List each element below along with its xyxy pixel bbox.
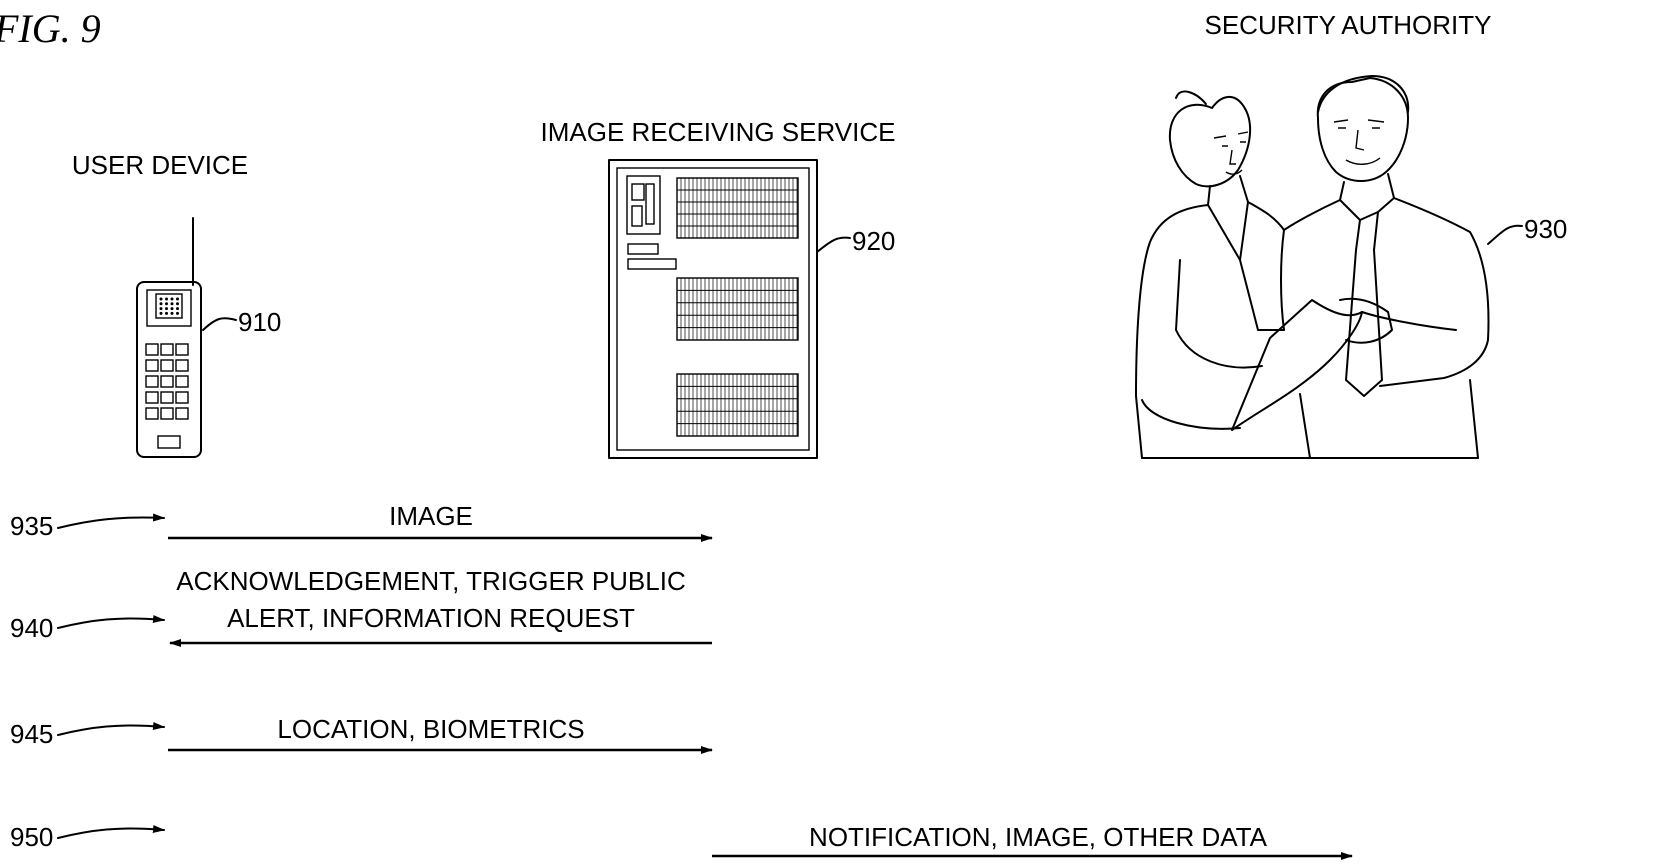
- two-people-icon: [1135, 75, 1490, 459]
- ref-leader-920: [816, 236, 851, 253]
- ref-leader-935: [57, 513, 165, 529]
- ref-leader-945: [57, 722, 165, 736]
- message-label-image: IMAGE: [389, 501, 473, 531]
- ref-930: 930: [1524, 214, 1567, 244]
- ref-950: 950: [10, 822, 53, 852]
- ref-920: 920: [852, 226, 895, 256]
- image-service-label: IMAGE RECEIVING SERVICE: [541, 117, 896, 147]
- ref-leader-930: [1487, 224, 1523, 245]
- message-label-location-biometrics: LOCATION, BIOMETRICS: [277, 714, 584, 744]
- user-device-label: USER DEVICE: [72, 150, 248, 180]
- ref-leader-950: [57, 825, 165, 839]
- ref-940: 940: [10, 613, 53, 643]
- message-label-acknowledgement-line2: ALERT, INFORMATION REQUEST: [227, 603, 635, 633]
- security-authority-label: SECURITY AUTHORITY: [1204, 10, 1491, 40]
- ref-leader-910: [202, 317, 237, 331]
- mobile-phone-icon: [136, 217, 202, 458]
- ref-935: 935: [10, 511, 53, 541]
- message-label-acknowledgement-line1: ACKNOWLEDGEMENT, TRIGGER PUBLIC: [176, 566, 686, 596]
- figure-title: FIG. 9: [0, 6, 101, 51]
- ref-leader-940: [57, 615, 165, 629]
- message-label-notification: NOTIFICATION, IMAGE, OTHER DATA: [809, 822, 1268, 852]
- ref-910: 910: [238, 307, 281, 337]
- server-cabinet-icon: [608, 159, 818, 459]
- ref-945: 945: [10, 719, 53, 749]
